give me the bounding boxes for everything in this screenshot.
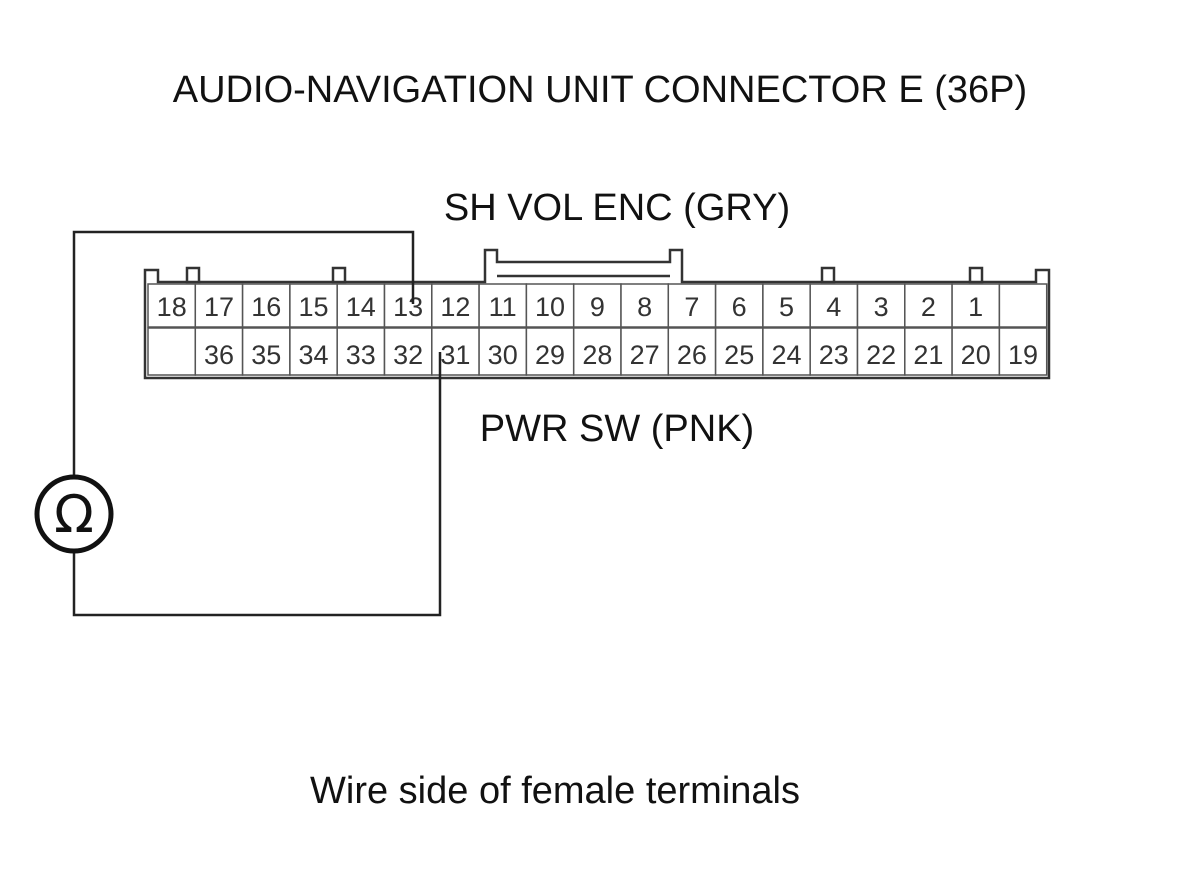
pin-label-9: 9 (590, 292, 605, 322)
pin-cell-2 (904, 283, 953, 328)
pin-label-19: 19 (1008, 340, 1038, 370)
pin-label-20: 20 (961, 340, 991, 370)
pin-cell-25 (714, 327, 764, 376)
locking-tab (331, 266, 347, 284)
pin-label-4: 4 (826, 292, 841, 322)
pin-cell-5 (762, 283, 811, 328)
pin-cell-21 (904, 327, 953, 376)
pin-cell-blank (147, 327, 197, 376)
pin-cell-34 (289, 327, 338, 376)
pin-cell-9 (572, 283, 622, 328)
pin-label-34: 34 (298, 340, 328, 370)
pin-cell-27 (620, 327, 670, 376)
pin-cell-10 (525, 283, 575, 328)
pin-label-27: 27 (630, 340, 660, 370)
pin-label-13: 13 (393, 292, 423, 322)
pin-label-1: 1 (968, 292, 983, 322)
pin-cell-12 (431, 283, 480, 328)
ohmmeter-icon: Ω (34, 474, 114, 554)
pin-label-21: 21 (913, 340, 943, 370)
pin-cell-22 (856, 327, 906, 376)
pin-label-17: 17 (204, 292, 234, 322)
pin-label-23: 23 (819, 340, 849, 370)
diagram-title: AUDIO-NAVIGATION UNIT CONNECTOR E (36P) (173, 69, 1027, 111)
pin-label-25: 25 (724, 340, 754, 370)
pin-cell-32 (383, 327, 433, 376)
pin-cell-23 (809, 327, 859, 376)
pin-label-5: 5 (779, 292, 794, 322)
pin-label-18: 18 (157, 292, 187, 322)
pin-cell-6 (714, 283, 764, 328)
pin-label-35: 35 (251, 340, 281, 370)
locking-tab (820, 266, 836, 284)
pin-label-29: 29 (535, 340, 565, 370)
pin-label-30: 30 (488, 340, 518, 370)
pin-label-31: 31 (440, 340, 470, 370)
ohm-symbol: Ω (54, 485, 94, 545)
pin-cell-19 (998, 327, 1048, 376)
pin-label-33: 33 (346, 340, 376, 370)
pin-label-22: 22 (866, 340, 896, 370)
pin-label-24: 24 (771, 340, 801, 370)
pin-cell-17 (194, 283, 244, 328)
footer-caption: Wire side of female terminals (310, 770, 800, 812)
pin-cell-18 (147, 283, 197, 328)
pin-cell-36 (194, 327, 244, 376)
pin-label-14: 14 (346, 292, 376, 322)
pin-label-6: 6 (732, 292, 747, 322)
pin-label-11: 11 (489, 292, 517, 322)
pin-cell-3 (856, 283, 906, 328)
pin-cell-29 (525, 327, 575, 376)
pin-label-10: 10 (535, 292, 565, 322)
pin-cell-30 (478, 327, 528, 376)
pin-label-8: 8 (637, 292, 652, 322)
bottom-wire-label: PWR SW (PNK) (480, 408, 754, 450)
locking-tab-right (968, 266, 984, 284)
locking-tab-left (185, 266, 201, 284)
pin-cell-24 (762, 327, 811, 376)
pin-label-36: 36 (204, 340, 234, 370)
pin-cell-11 (478, 283, 528, 328)
pin-label-7: 7 (684, 292, 699, 322)
pin-cell-28 (572, 327, 622, 376)
pin-cell-1 (951, 283, 1001, 328)
pin-label-3: 3 (874, 292, 889, 322)
pin-label-32: 32 (393, 340, 423, 370)
test-lead-top (72, 230, 415, 478)
pin-label-16: 16 (251, 292, 281, 322)
pin-cell-7 (667, 283, 717, 328)
pin-cell-26 (667, 327, 717, 376)
pin-cell-35 (241, 327, 291, 376)
pin-cell-blank (998, 283, 1048, 328)
pin-cell-16 (241, 283, 291, 328)
top-wire-label: SH VOL ENC (GRY) (444, 187, 790, 229)
pin-label-15: 15 (298, 292, 328, 322)
test-lead-bottom (72, 352, 442, 617)
pin-cell-4 (809, 283, 859, 328)
pin-label-2: 2 (921, 292, 936, 322)
pin-label-28: 28 (582, 340, 612, 370)
pin-label-12: 12 (440, 292, 470, 322)
pin-label-26: 26 (677, 340, 707, 370)
